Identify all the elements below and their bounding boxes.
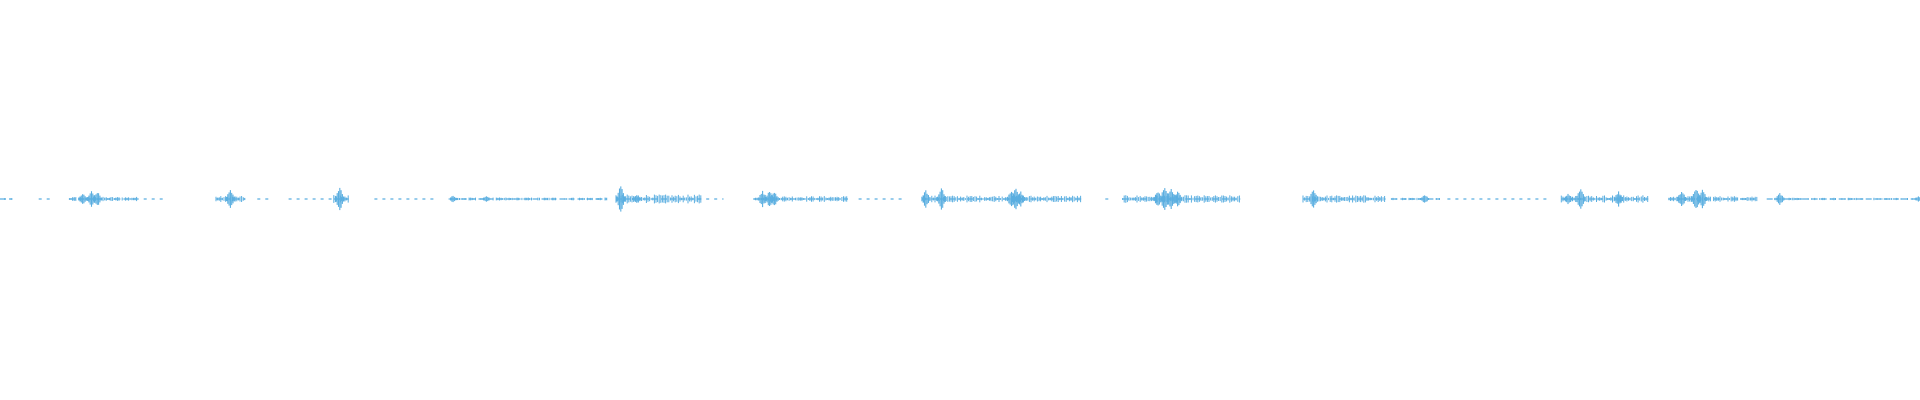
waveform-samples: [0, 186, 1920, 212]
